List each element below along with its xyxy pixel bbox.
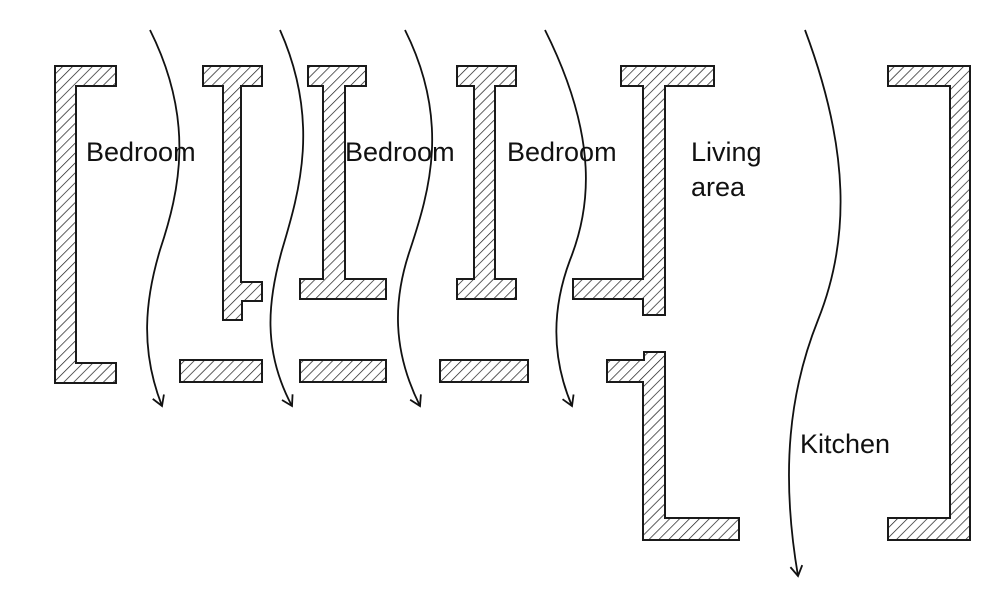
wall-corridor-2: [299, 359, 387, 383]
room-label-bedroom-1: Bedroom: [86, 137, 196, 167]
flow-arrow-4: [544, 29, 587, 408]
wall-left-outer: [54, 65, 117, 384]
wall-corridor-3: [439, 359, 529, 383]
wall-living-upper: [572, 65, 715, 316]
wall-corridor-1: [179, 359, 263, 383]
room-label-living-line2: area: [691, 172, 746, 202]
flow-arrow-1: [146, 29, 181, 408]
wall-partition-2: [299, 65, 387, 300]
wall-partition-1: [202, 65, 263, 321]
room-label-kitchen: Kitchen: [800, 429, 890, 459]
wall-kitchen-left: [606, 351, 740, 541]
flow-arrow-2: [269, 29, 305, 408]
flow-arrow-3: [397, 29, 434, 408]
flow-arrow-5: [788, 29, 842, 578]
room-label-bedroom-2: Bedroom: [345, 137, 455, 167]
room-label-bedroom-3: Bedroom: [507, 137, 617, 167]
wall-partition-3: [456, 65, 517, 300]
room-label-living-line1: Living: [691, 137, 762, 167]
wall-right-outer: [887, 65, 971, 541]
